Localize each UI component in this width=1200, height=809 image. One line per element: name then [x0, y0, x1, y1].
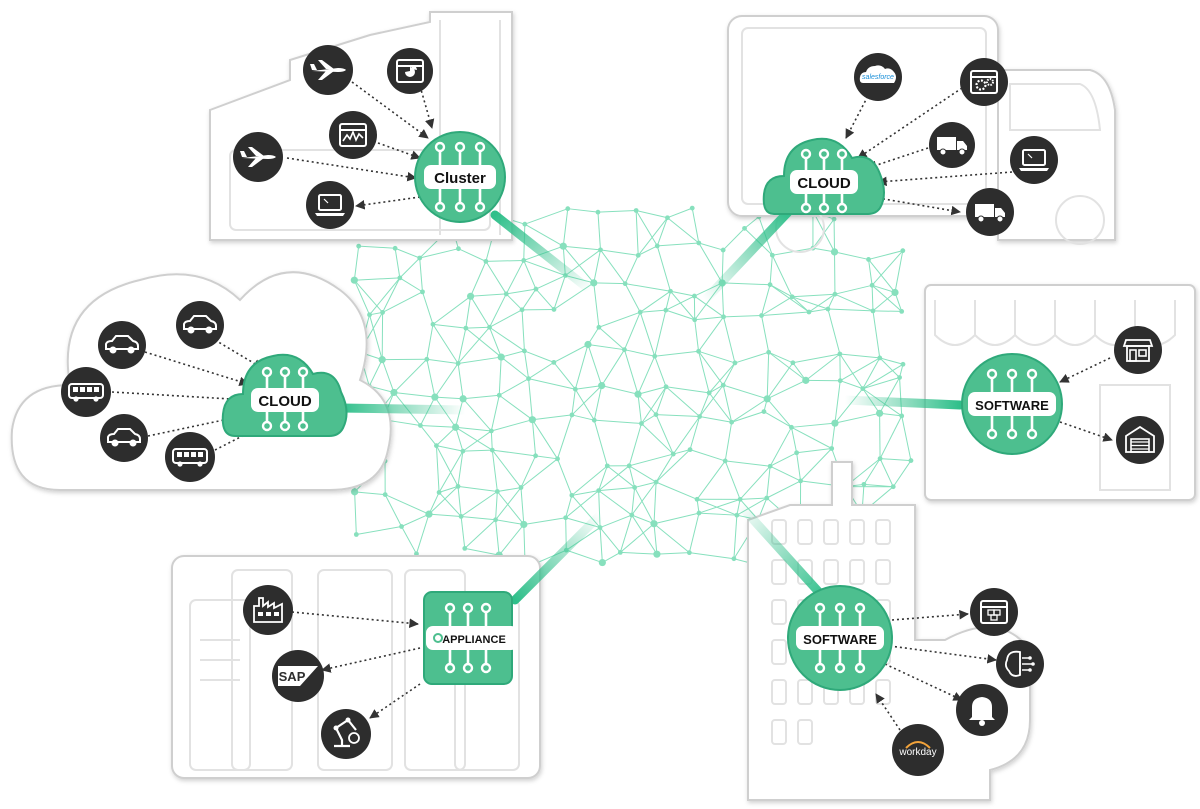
truck-cloud-hub-label: CLOUD: [797, 175, 850, 192]
laptop-icon: [306, 181, 354, 229]
gears-window-icon: [960, 58, 1008, 106]
sap-icon: SAP: [272, 650, 324, 702]
vehicle-cloud-hub: CLOUD: [221, 353, 348, 437]
cluster-hub: Cluster: [414, 131, 506, 223]
appliance-hub: APPLIANCE: [423, 591, 518, 685]
office-software-hub-label: SOFTWARE: [803, 632, 877, 647]
store-software-hub-label: SOFTWARE: [975, 398, 1049, 413]
cluster-hub-label: Cluster: [434, 170, 486, 187]
chart-monitor-icon: [329, 111, 377, 159]
storefront-details: [934, 300, 1176, 491]
brain-icon: [996, 640, 1044, 688]
sap-text: SAP: [279, 669, 306, 684]
salesforce-icon: salesforce: [854, 53, 902, 101]
truck-icon: [929, 122, 975, 168]
office-software-hub: SOFTWARE: [787, 585, 893, 691]
laptop-icon: [1010, 136, 1058, 184]
workday-text: workday: [898, 747, 936, 758]
car-icon: [98, 321, 146, 369]
vehicle-cloud-hub-label: CLOUD: [258, 393, 311, 410]
store-software-hub: SOFTWARE: [961, 353, 1063, 455]
bus-icon: [61, 367, 111, 417]
workday-icon: workday: [892, 724, 944, 776]
bell-icon: [956, 684, 1008, 736]
storefront-icon: [1114, 326, 1162, 374]
hub-links: [335, 205, 965, 605]
truck-cloud-hub: CLOUD: [762, 137, 885, 215]
factory-icon: [243, 585, 293, 635]
airplane-icon: [233, 132, 283, 182]
car-icon: [100, 414, 148, 462]
truck-icon: [966, 188, 1014, 236]
airplane-icon: [303, 45, 353, 95]
bus-icon: [165, 432, 215, 482]
car-icon: [176, 301, 224, 349]
dotted-arrows: [111, 81, 1113, 731]
appliance-hub-label: APPLIANCE: [442, 634, 506, 646]
salesforce-text: salesforce: [862, 74, 894, 81]
mesh-network: [350, 205, 915, 571]
dashboard-icon: [387, 48, 433, 94]
warehouse-icon: [1116, 416, 1164, 464]
robot-arm-icon: [321, 709, 371, 759]
boxes-window-icon: [970, 588, 1018, 636]
